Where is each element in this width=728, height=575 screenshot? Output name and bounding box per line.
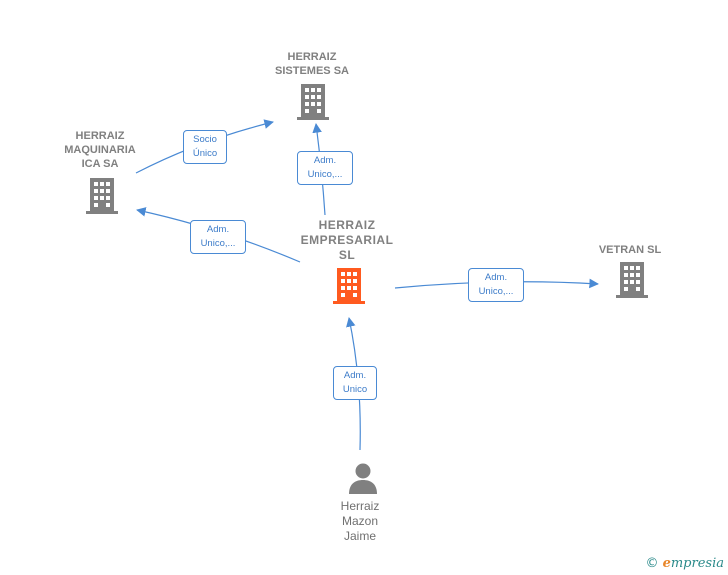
brand-logo: © empresia	[645, 556, 724, 571]
node-label-main[interactable]: HERRAIZ EMPRESARIAL SL	[300, 218, 394, 262]
person-icon[interactable]	[348, 462, 378, 494]
node-label-maquinaria[interactable]: HERRAIZ MAQUINARIA ICA SA	[64, 130, 136, 170]
relation-label-adm-person[interactable]: Adm. Unico	[333, 366, 377, 400]
copyright-symbol: ©	[645, 556, 659, 571]
node-label-sistemes[interactable]: HERRAIZ SISTEMES SA	[275, 51, 349, 77]
relation-label-adm-sistemes[interactable]: Adm. Unico,...	[297, 151, 353, 185]
building-icon[interactable]	[616, 262, 648, 298]
node-label-person[interactable]: Herraiz Mazon Jaime	[340, 499, 380, 543]
brand-name: mpresia	[670, 556, 724, 571]
node-label-vetran[interactable]: VETRAN SL	[598, 244, 662, 256]
building-icon[interactable]	[86, 178, 118, 214]
brand-initial: e	[662, 556, 671, 571]
relation-label-adm-vetran[interactable]: Adm. Unico,...	[468, 268, 524, 302]
building-icon-main[interactable]	[333, 268, 365, 304]
relation-label-socio-unico[interactable]: Socio Único	[183, 130, 227, 164]
building-icon[interactable]	[297, 84, 329, 120]
relation-label-adm-maquinaria[interactable]: Adm. Unico,...	[190, 220, 246, 254]
